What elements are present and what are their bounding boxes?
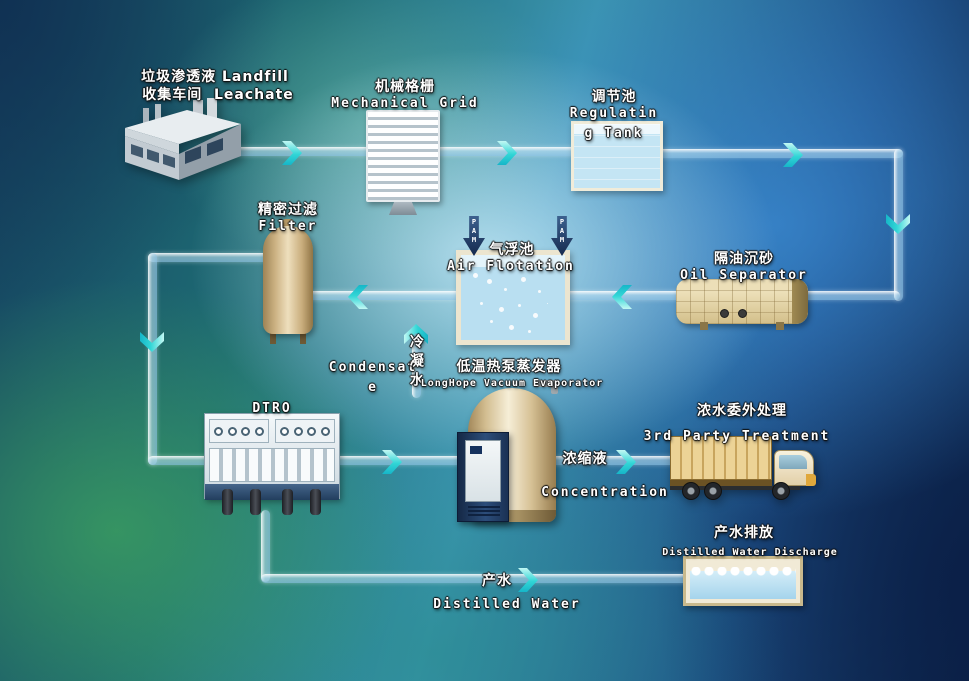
oil-separator-leg [700, 322, 708, 330]
distilled-water-label-en: Distilled Water [433, 597, 581, 612]
pipe-segment [308, 291, 460, 300]
truck-cargo-box [670, 436, 772, 480]
pipe-segment [656, 149, 903, 158]
wheel-icon [704, 482, 722, 500]
pipe-segment [148, 253, 157, 465]
evaporator-top-pipe [536, 380, 558, 387]
factory-icon [125, 98, 241, 180]
dtro-filter-capsule [250, 489, 261, 515]
pool-water [690, 567, 796, 599]
dtro-filter-capsule [282, 489, 293, 515]
landfill-building [115, 94, 247, 186]
discharge-label-en: Distilled Water Discharge [662, 547, 838, 558]
pipe-segment [148, 253, 268, 262]
regulating-tank-vessel [571, 121, 663, 191]
gauge-dial-icon [307, 426, 317, 436]
gauge-dial-icon [214, 426, 224, 436]
dtro-filter-capsule [222, 489, 233, 515]
discharge-pool [683, 556, 803, 606]
pipe-segment [148, 456, 210, 465]
filter-leg [270, 330, 276, 344]
filter-leg [300, 330, 306, 344]
mechanical-grid-equipment [366, 110, 440, 202]
discharge-label-zh: 产水排放 [714, 525, 774, 541]
third-party-label-zh: 浓水委外处理 [697, 403, 787, 419]
dtro-control-panel [209, 419, 269, 443]
pam-label: PAM [470, 218, 478, 245]
oil-separator-label-zh: 隔油沉砂 [714, 251, 774, 267]
air-flotation-tank [456, 250, 570, 345]
oil-separator-vessel [676, 279, 808, 324]
truck-cargo-base [670, 480, 772, 486]
pipe-segment [412, 342, 421, 398]
filter-top-fitting [282, 219, 294, 228]
condensate-label-zh: 冷凝水 [407, 334, 424, 391]
air-flotation-label-zh: 气浮池 [489, 242, 535, 258]
pipe-segment [436, 147, 576, 156]
evaporator-top-pipe [551, 380, 558, 394]
landfill-label-line1: 垃圾渗透液 Landfill [141, 69, 289, 85]
third-party-label-en: 3rd Party Treatment [643, 429, 831, 444]
dtro-unit [204, 413, 340, 517]
mechanical-grid-base [389, 202, 417, 215]
dtro-label: DTRO [252, 401, 292, 416]
dtro-frame [204, 413, 340, 500]
valve-port-icon [720, 309, 729, 318]
landfill-label-line2: 收集车间 Leachate [142, 87, 294, 103]
truck-chassis [670, 486, 800, 490]
oil-separator-leg [776, 322, 784, 330]
distilled-water-label-zh: 产水 [482, 573, 512, 589]
wheel-icon [682, 482, 700, 500]
pipe-segment [800, 291, 900, 300]
regulating-tank-label-zh: 调节池 [591, 89, 637, 105]
pipe-segment [551, 456, 677, 465]
tank-water [574, 124, 660, 188]
regulating-tank-label-en: Regulating Tank [569, 106, 659, 142]
gauge-dial-icon [241, 426, 251, 436]
precision-filter-vessel [263, 226, 313, 334]
valve-port-icon [738, 309, 747, 318]
gauge-dial-icon [254, 426, 264, 436]
gauge-dial-icon [320, 426, 330, 436]
pipe-segment [261, 510, 270, 582]
filter-label-en: Filter [258, 219, 318, 234]
dtro-membrane-rack [209, 448, 335, 482]
wheel-icon [772, 482, 790, 500]
cabinet-door [465, 440, 501, 502]
mechanical-grid-label-zh: 机械格栅 [375, 79, 435, 95]
evaporator-control-cabinet [457, 432, 509, 522]
gauge-dial-icon [280, 426, 290, 436]
mechanical-grid-label-en: Mechanical Grid [331, 96, 479, 111]
tank-water [461, 255, 565, 340]
condensate-label-en: Condensate [328, 360, 418, 396]
pipe-segment [566, 291, 682, 300]
oil-separator-label-en: Oil Separator [680, 268, 808, 283]
gauge-dial-icon [227, 426, 237, 436]
cabinet-vents [468, 506, 500, 517]
display-screen-icon [470, 446, 482, 454]
dtro-filter-capsule [310, 489, 321, 515]
air-flotation-label-en: Air Flotation [447, 259, 575, 274]
pam-label: PAM [558, 218, 566, 245]
evaporator-label-en: LongHope Vacuum Evaporator [420, 378, 604, 389]
gauge-dial-icon [293, 426, 303, 436]
dtro-base [205, 484, 339, 500]
dtro-control-panel [275, 419, 335, 443]
filter-label-zh: 精密过滤 [258, 202, 318, 218]
concentration-label-en: Concentration [541, 485, 669, 500]
oil-separator-endcap [792, 279, 808, 324]
truck-window [779, 455, 807, 469]
pipe-segment [261, 574, 691, 583]
bubbles-icon [473, 273, 478, 278]
truck-bumper [806, 474, 816, 486]
concentration-label-zh: 浓缩液 [562, 451, 608, 467]
evaporator-label-zh: 低温热泵蒸发器 [456, 359, 562, 375]
disposal-truck [668, 430, 818, 504]
